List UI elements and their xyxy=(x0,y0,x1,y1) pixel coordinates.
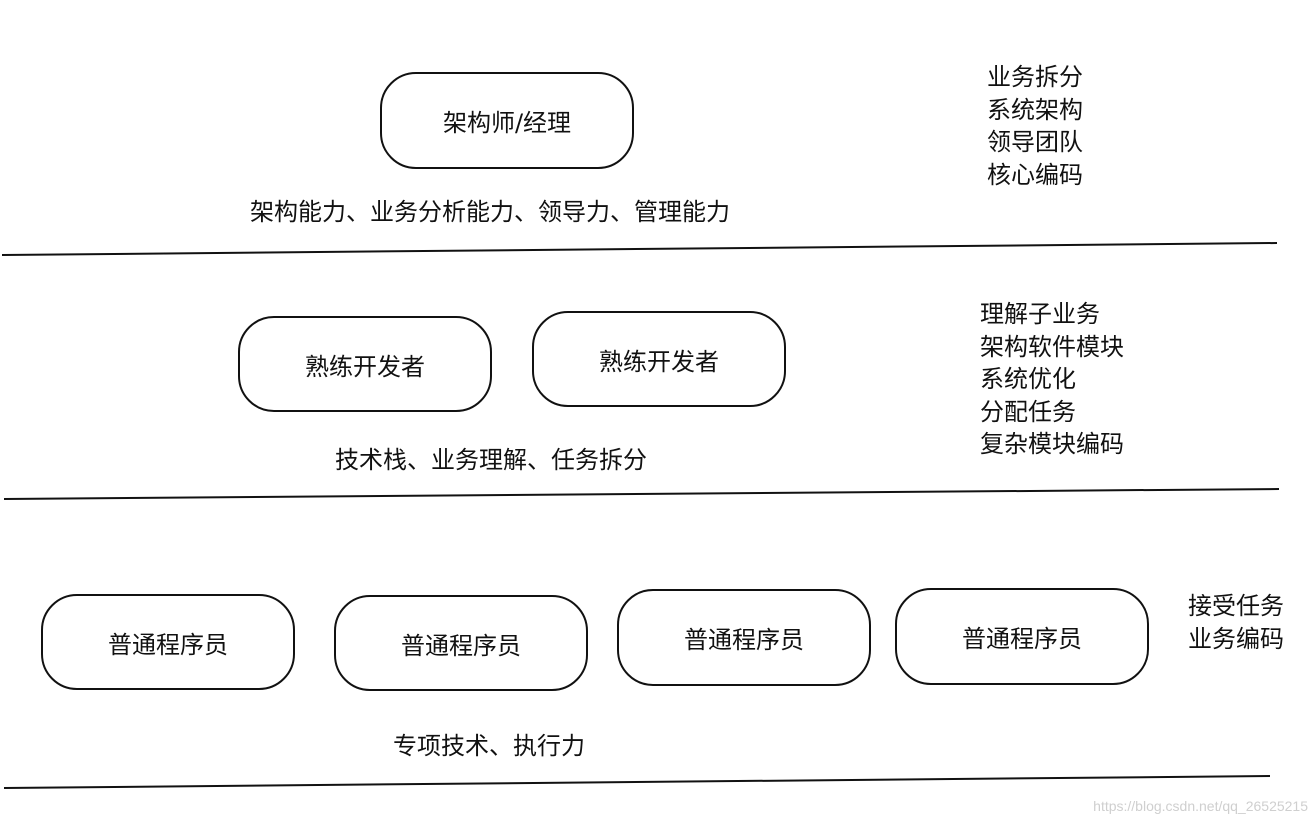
programmer-box: 普通程序员 xyxy=(41,594,295,690)
programmer-box: 普通程序员 xyxy=(617,589,871,686)
skilled-developer-box: 熟练开发者 xyxy=(532,311,786,407)
tier2-skills: 技术栈、业务理解、任务拆分 xyxy=(335,446,647,474)
tier1-duty: 业务拆分 xyxy=(987,63,1083,91)
tier1-duty: 核心编码 xyxy=(987,160,1083,189)
tier2-duties: 理解子业务 架构软件模块 系统优化 分配任务 复杂模块编码 xyxy=(980,298,1124,461)
programmer-label: 普通程序员 xyxy=(684,626,804,654)
skilled-developer-label: 熟练开发者 xyxy=(305,352,425,381)
divider-line-3 xyxy=(3,775,1271,789)
tier3-skills: 专项技术、执行力 xyxy=(393,732,585,760)
skilled-developer-label: 熟练开发者 xyxy=(599,347,719,376)
tier2-duty: 复杂模块编码 xyxy=(980,430,1124,458)
architect-manager-label: 架构师/经理 xyxy=(442,109,572,137)
programmer-label: 普通程序员 xyxy=(401,631,521,660)
programmer-box: 普通程序员 xyxy=(895,588,1149,685)
tier2-duty: 理解子业务 xyxy=(980,300,1100,328)
tier2-duty: 架构软件模块 xyxy=(980,332,1124,361)
skilled-developer-box: 熟练开发者 xyxy=(238,316,492,412)
tier1-duty: 领导团队 xyxy=(987,128,1083,156)
tier2-duty: 分配任务 xyxy=(980,397,1076,426)
divider-line-1 xyxy=(1,242,1278,256)
programmer-box: 普通程序员 xyxy=(334,595,588,691)
programmer-label: 普通程序员 xyxy=(962,625,1082,653)
programmer-label: 普通程序员 xyxy=(108,630,228,659)
tier3-duty: 接受任务 xyxy=(1188,592,1284,620)
tier2-duty: 系统优化 xyxy=(980,365,1076,393)
tier1-duties: 业务拆分 系统架构 领导团队 核心编码 xyxy=(987,61,1083,191)
tier1-duty: 系统架构 xyxy=(987,95,1083,124)
tier3-duty: 业务编码 xyxy=(1188,624,1284,653)
watermark: https://blog.csdn.net/qq_26525215 xyxy=(1093,798,1308,814)
tier3-duties: 接受任务 业务编码 xyxy=(1188,590,1284,655)
architect-manager-box: 架构师/经理 xyxy=(380,72,634,169)
divider-line-2 xyxy=(3,488,1280,500)
tier1-skills: 架构能力、业务分析能力、领导力、管理能力 xyxy=(250,198,730,226)
